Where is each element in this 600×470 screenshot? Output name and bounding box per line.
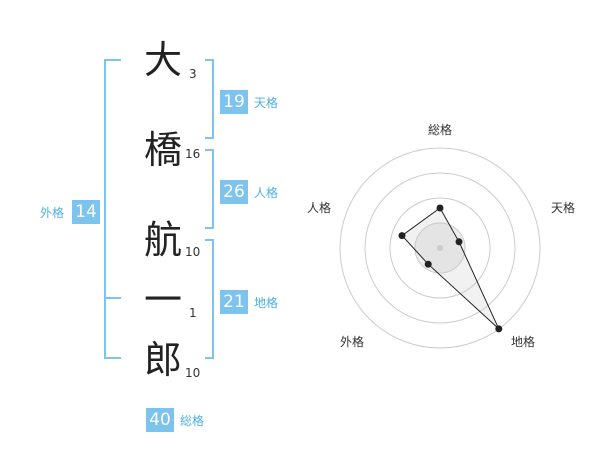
chikaku-bracket (205, 239, 214, 359)
stroke-count-5: 10 (185, 366, 201, 380)
radar-point-5 (398, 232, 406, 240)
jinkaku-bracket (205, 149, 214, 229)
radar-center (437, 245, 443, 251)
soukaku-value: 40 (146, 408, 174, 432)
gaikaku-label: 外格 (40, 206, 65, 220)
jinkaku-value: 26 (220, 180, 248, 204)
jinkaku-label: 人格 (254, 186, 279, 200)
name-char-3: 航 (143, 218, 182, 262)
stroke-count-4: 1 (189, 306, 197, 320)
stroke-count-1: 3 (189, 67, 197, 81)
axis-label-tenkaku: 天格 (551, 201, 576, 215)
radar-point-4 (424, 260, 432, 268)
radar-point-2 (455, 238, 463, 246)
gaikaku-value: 14 (72, 200, 100, 224)
gaikaku-bracket (104, 59, 121, 359)
radar-ring-4 (339, 147, 541, 349)
fortune-brackets (104, 59, 214, 359)
chikaku-label: 地格 (254, 296, 279, 310)
tenkaku-bracket (205, 59, 214, 139)
radar-ring-2 (389, 197, 491, 299)
radar-data-polygon (401, 207, 500, 330)
axis-label-gaikaku: 外格 (340, 335, 365, 349)
stroke-count-2: 16 (185, 147, 201, 161)
name-char-2: 橋 (143, 128, 182, 172)
radar-chart (339, 147, 541, 349)
name-char-1: 大 (143, 38, 182, 82)
soukaku-label: 総格 (180, 414, 205, 428)
axis-label-soukaku: 総格 (428, 123, 453, 137)
tenkaku-value: 19 (220, 90, 248, 114)
radar-point-1 (436, 204, 444, 212)
axis-label-chikaku: 地格 (511, 335, 536, 349)
radar-ring-3 (364, 172, 516, 324)
tenkaku-label: 天格 (254, 96, 279, 110)
axis-label-jinkaku: 人格 (307, 201, 332, 215)
radar-point-3 (495, 325, 503, 333)
stroke-count-3: 10 (185, 245, 201, 259)
chikaku-value: 21 (220, 290, 248, 314)
name-char-4: 一 (143, 278, 182, 322)
name-char-5: 郎 (143, 338, 182, 382)
